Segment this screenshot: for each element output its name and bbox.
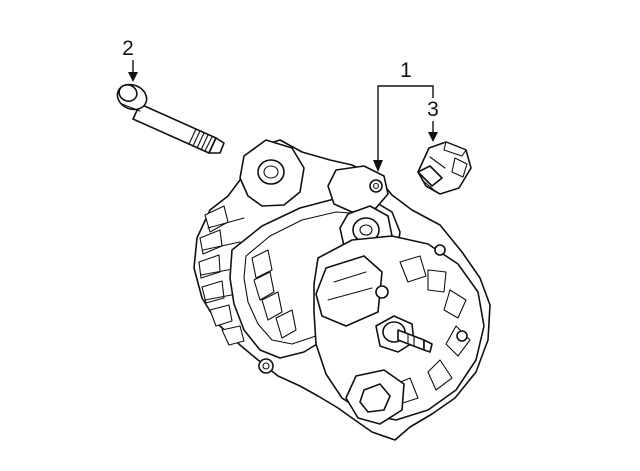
connector-part[interactable] xyxy=(417,141,472,195)
mounting-ear-right xyxy=(327,165,389,213)
callout-bolt-number: 2 xyxy=(122,37,134,60)
alternator-part[interactable] xyxy=(193,139,491,441)
cooling-fins-left xyxy=(198,205,245,346)
stator-vents xyxy=(251,249,297,339)
callout-alternator-number: 1 xyxy=(400,59,412,82)
callout-1-group: 1 xyxy=(373,59,434,172)
callout-2-group: 2 xyxy=(122,37,138,82)
terminal-stud xyxy=(375,315,433,353)
rear-cover-bolts xyxy=(375,244,468,342)
mounting-ear-bottom xyxy=(345,369,405,425)
bolt-threads xyxy=(188,128,213,152)
regulator-plate xyxy=(315,255,383,327)
housing-bolt-lower xyxy=(258,358,274,374)
bolt-part[interactable] xyxy=(114,80,225,154)
callout-connector-number: 3 xyxy=(427,98,439,121)
mounting-ear-top xyxy=(239,139,305,207)
callout-3-group: 3 xyxy=(427,98,439,142)
